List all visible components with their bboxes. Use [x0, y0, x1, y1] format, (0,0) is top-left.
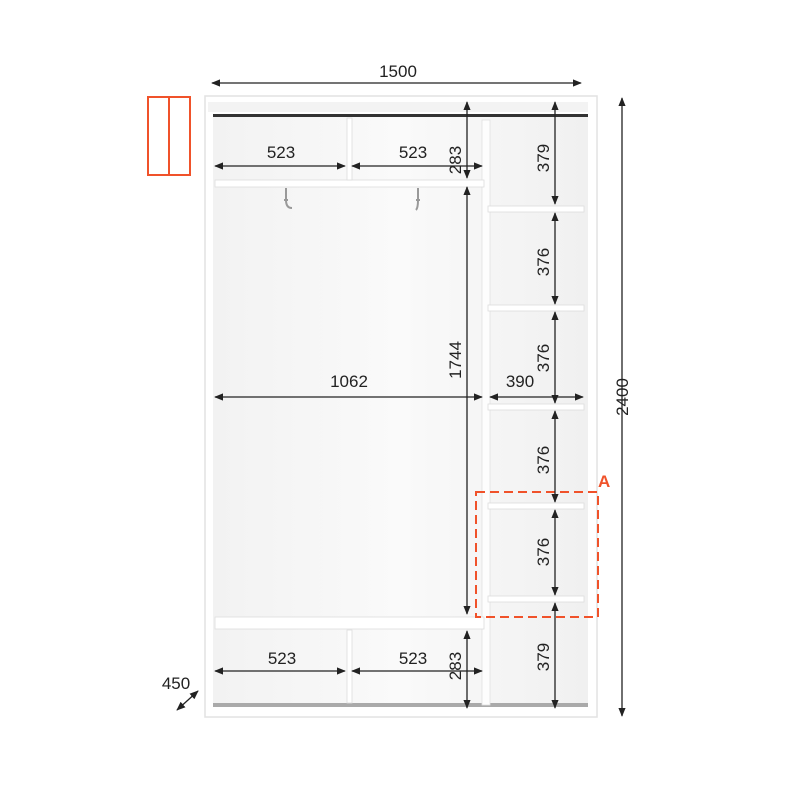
wardrobe-body — [204, 95, 598, 718]
height-label: 2400 — [613, 378, 632, 416]
hanging-width-label: 1062 — [330, 372, 368, 391]
hanger-icon — [415, 188, 420, 211]
bottom-left-cell-label: 523 — [268, 649, 296, 668]
callout-box — [475, 491, 599, 618]
door-scheme-icon — [147, 96, 191, 176]
bottom-cell-height-label: 283 — [446, 652, 465, 680]
bottom-rail — [213, 703, 588, 707]
right-cell-height-label: 376 — [534, 248, 553, 276]
bottom-divider — [346, 629, 353, 704]
right-cell-height-label: 376 — [534, 446, 553, 474]
top-shelf — [214, 179, 485, 188]
right-shelf — [487, 304, 585, 312]
right-shelf — [487, 205, 585, 213]
right-shelf — [487, 502, 585, 510]
right-shelf — [487, 595, 585, 603]
bottom-shelf — [214, 616, 485, 630]
top-cell-height-label: 283 — [446, 146, 465, 174]
hanging-height-label: 1744 — [446, 341, 465, 379]
top-left-cell-label: 523 — [267, 143, 295, 162]
width-label: 1500 — [379, 62, 417, 81]
depth-arrow-icon — [176, 690, 199, 711]
top-divider — [346, 117, 353, 181]
callout-label: A — [598, 472, 610, 491]
bottom-middle-cell-label: 523 — [399, 649, 427, 668]
hanger-icon — [284, 188, 293, 209]
top-middle-cell-label: 523 — [399, 143, 427, 162]
dimension-lines — [176, 79, 626, 717]
depth-label: 450 — [162, 674, 190, 693]
right-bottom-cell-height-label: 379 — [534, 643, 553, 671]
right-cell-height-label: 376 — [534, 538, 553, 566]
right-column-width-label: 390 — [506, 372, 534, 391]
right-top-cell-height-label: 379 — [534, 144, 553, 172]
right-shelf — [487, 403, 585, 411]
column-divider — [481, 119, 491, 706]
top-rail — [213, 114, 588, 117]
right-cell-height-label: 376 — [534, 344, 553, 372]
